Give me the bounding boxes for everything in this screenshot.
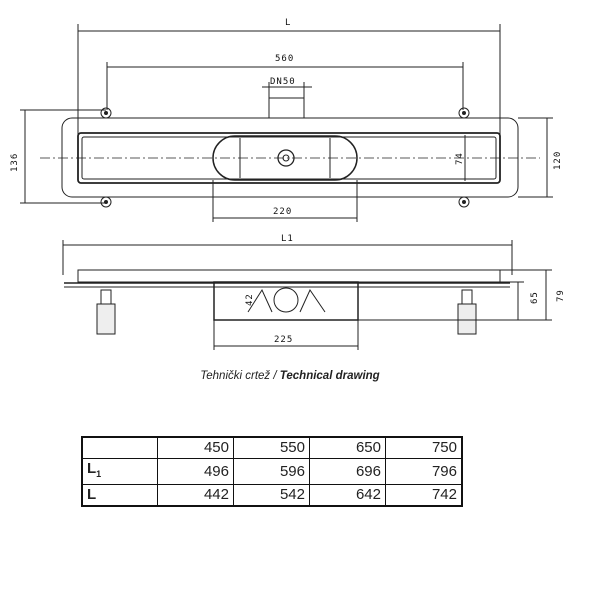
foot-right [461, 289, 473, 305]
dim-L1: L1 [281, 234, 294, 244]
channel-body [61, 117, 519, 198]
table-cell: 796 [385, 458, 463, 485]
table-cell: 550 [233, 436, 310, 459]
drain-outlet [277, 149, 295, 167]
table-cell: 442 [157, 484, 234, 507]
row-label: L [81, 484, 158, 507]
dim-560: 560 [275, 54, 294, 64]
table-cell: 696 [309, 458, 386, 485]
dim-65: 65 [530, 291, 540, 304]
table-row: L1 496 596 696 796 [81, 458, 463, 485]
foot-left [100, 289, 112, 305]
side-view: L1 65 79 42 225 [62, 234, 566, 350]
table-cell [81, 436, 158, 459]
dim-79: 79 [556, 289, 566, 302]
table-cell: 650 [309, 436, 386, 459]
mounting-lugs [100, 107, 470, 208]
dimension-table: 450 550 650 750 L1 496 596 696 796 L 442… [81, 436, 463, 507]
table-row: L 442 542 642 742 [81, 484, 463, 507]
side-rim [77, 269, 501, 283]
dim-42: 42 [245, 293, 255, 306]
drain-box [212, 135, 358, 181]
row-label-sub: 1 [96, 469, 102, 479]
row-label-text: L [87, 486, 97, 503]
side-drain-box [213, 281, 359, 321]
dim-136: 136 [10, 153, 20, 172]
table-header-row: 450 550 650 750 [81, 436, 463, 459]
table-cell: 750 [385, 436, 463, 459]
dim-L: L [285, 18, 291, 28]
dim-74: 74 [455, 152, 465, 165]
side-outlet [273, 287, 299, 313]
dim-225: 225 [274, 335, 293, 345]
drain-pipe [268, 97, 305, 119]
dim-220: 220 [273, 207, 292, 217]
top-view: L 560 DN50 136 120 74 220 [10, 18, 563, 222]
table-cell: 742 [385, 484, 463, 507]
dim-120: 120 [553, 151, 563, 170]
row-label-text: L [87, 460, 97, 477]
table-cell: 642 [309, 484, 386, 507]
table-cell: 496 [157, 458, 234, 485]
caption-english: Technical drawing [279, 370, 380, 382]
table-cell: 542 [233, 484, 310, 507]
caption-local: Tehnički crtež / [200, 370, 277, 382]
table-cell: 450 [157, 436, 234, 459]
row-label: L1 [81, 458, 158, 485]
dim-dn50: DN50 [270, 77, 296, 87]
table-cell: 596 [233, 458, 310, 485]
drawing-caption: Tehnički crtež / Technical drawing [0, 370, 580, 382]
